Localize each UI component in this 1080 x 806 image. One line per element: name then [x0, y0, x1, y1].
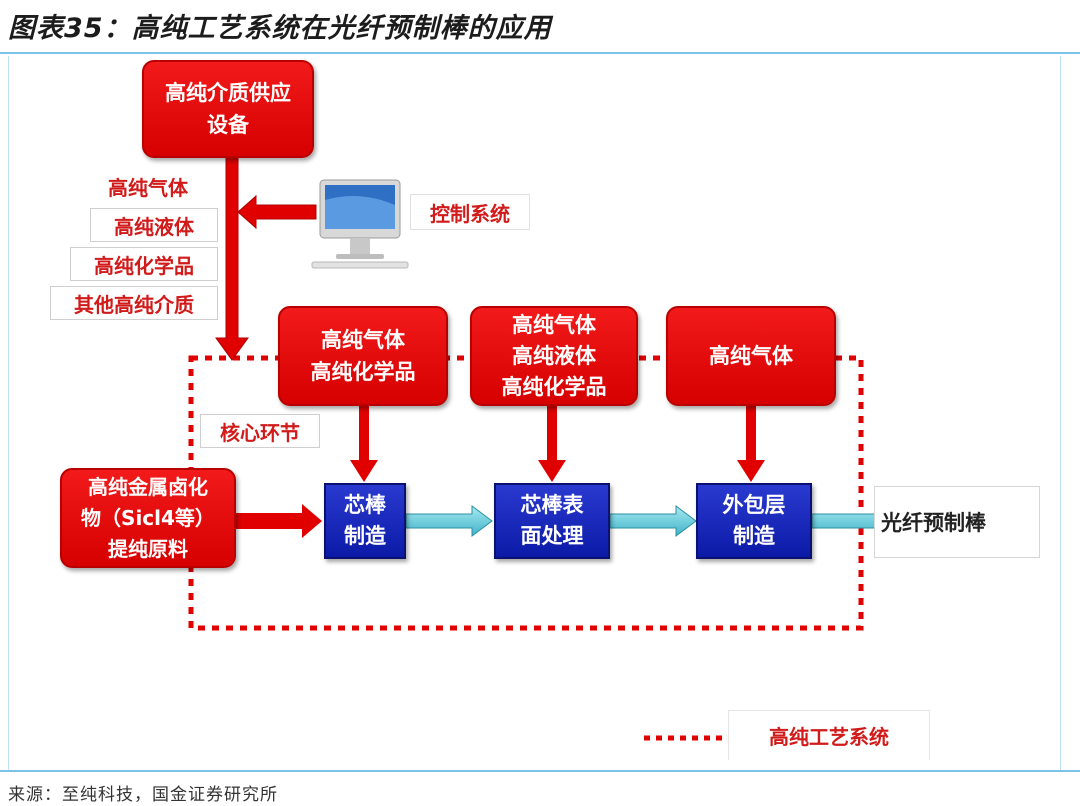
supply-item-liquid: 高纯液体 — [90, 208, 218, 242]
header-rule — [0, 52, 1080, 54]
raw-material-box: 高纯金属卤化 物（Sicl4等） 提纯原料 — [60, 468, 236, 568]
core-system-boundary — [188, 355, 864, 631]
supply-item-chemical: 高纯化学品 — [70, 247, 218, 281]
input-box-2: 高纯气体 高纯液体 高纯化学品 — [470, 306, 638, 406]
output-preform-label: 光纤预制棒 — [874, 486, 1040, 558]
process-arrow-2 — [609, 505, 697, 537]
supply-item-other: 其他高纯介质 — [50, 286, 218, 320]
frame-left — [8, 56, 9, 770]
frame-right — [1060, 56, 1061, 770]
control-system-label: 控制系统 — [410, 194, 530, 230]
supply-down-arrow — [215, 155, 249, 361]
process-step-core-rod: 芯棒 制造 — [324, 483, 406, 559]
input-box-3: 高纯气体 — [666, 306, 836, 406]
process-step-surface-treatment: 芯棒表 面处理 — [494, 483, 610, 559]
supply-equipment-box: 高纯介质供应 设备 — [142, 60, 314, 158]
input-arrow-1 — [350, 404, 378, 482]
control-arrow — [237, 194, 317, 230]
input-arrow-2 — [538, 404, 566, 482]
page-title: 图表35：高纯工艺系统在光纤预制棒的应用 — [8, 13, 552, 44]
source-note: 来源：至纯科技，国金证券研究所 — [8, 785, 278, 805]
raw-arrow — [236, 504, 322, 538]
footer-rule — [0, 770, 1080, 772]
core-segment-label: 核心环节 — [200, 414, 320, 448]
legend-label: 高纯工艺系统 — [728, 710, 930, 760]
computer-monitor-icon — [311, 179, 409, 269]
process-step-cladding: 外包层 制造 — [696, 483, 812, 559]
process-arrow-1 — [405, 505, 493, 537]
input-arrow-3 — [737, 404, 765, 482]
supply-item-gas: 高纯气体 — [108, 176, 188, 200]
input-box-1: 高纯气体 高纯化学品 — [278, 306, 448, 406]
